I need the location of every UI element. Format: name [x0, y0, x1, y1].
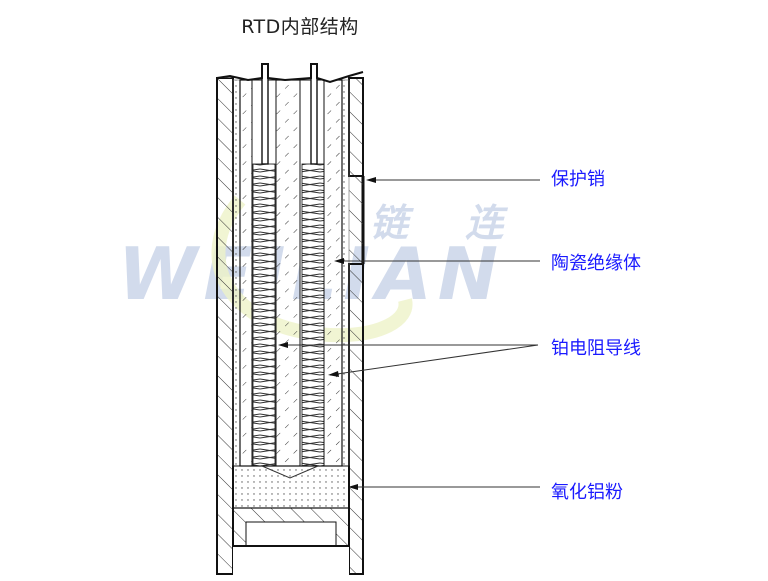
label-protective-pin: 保护销: [551, 169, 605, 190]
platinum-coil-left: [252, 163, 276, 467]
diagram-title: RTD内部结构: [241, 16, 359, 38]
alumina-powder: [232, 465, 350, 509]
label-alumina-powder: 氧化铝粉: [551, 482, 623, 503]
outer-wall-right-bottom: [348, 263, 364, 575]
label-platinum-wire: 铂电阻导线: [551, 338, 641, 359]
outer-wall-right-top: [348, 77, 364, 177]
label-ceramic-insulator: 陶瓷绝缘体: [551, 253, 641, 274]
platinum-coil-right: [301, 163, 325, 467]
outer-wall-left: [216, 77, 234, 575]
watermark-chinese: 链 连: [370, 201, 526, 245]
